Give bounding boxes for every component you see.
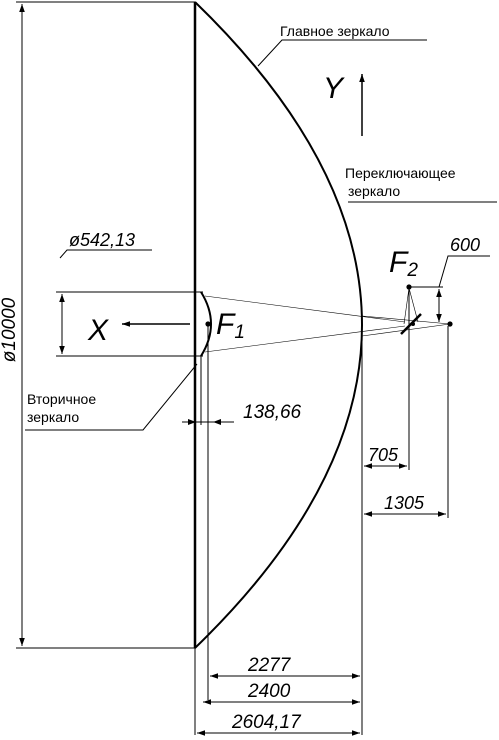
primary-mirror-label: Главное зеркало	[280, 23, 390, 39]
ray-to-f2-a	[403, 287, 410, 325]
dim-2604-label: 2604,17	[231, 712, 302, 733]
dim-705-label: 705	[368, 445, 399, 465]
secondary-diameter-leader	[59, 249, 152, 259]
focus-1-label: F1	[216, 308, 245, 343]
ray-lower	[204, 325, 406, 353]
axis-y-label: Y	[323, 72, 345, 105]
ray-to-f3-upper	[361, 315, 451, 325]
primary-mirror-leader	[257, 39, 427, 67]
switching-mirror-point	[411, 322, 415, 326]
secondary-mirror-leader	[25, 363, 198, 431]
focus-2-label: F2	[389, 246, 418, 281]
focus-1-point	[205, 321, 211, 327]
dim-1305-label: 1305	[384, 493, 425, 513]
secondary-mirror-label-2: зеркало	[27, 409, 79, 425]
dim-138-label: 138,66	[243, 402, 302, 423]
dim-2277-label: 2277	[247, 655, 292, 676]
dim-600-label: 600	[450, 235, 480, 255]
ray-to-f2-b	[408, 287, 419, 323]
aperture-diameter-label: ø10000	[0, 297, 20, 362]
switching-mirror-label-2: зеркало	[348, 183, 400, 199]
switching-mirror-label-1: Переключающее	[345, 165, 456, 181]
dim-138-arrow-right	[213, 419, 221, 425]
ray-upper	[204, 295, 406, 323]
secondary-mirror	[200, 291, 212, 357]
focus-2-point	[406, 284, 412, 290]
secondary-diameter-label: ø542,13	[69, 230, 135, 250]
dim-2400-label: 2400	[247, 681, 291, 702]
dim-138-arrow-left	[188, 419, 196, 425]
primary-mirror-curve	[194, 1, 363, 649]
axis-x-label: X	[87, 314, 109, 347]
focus-3-point	[447, 321, 453, 327]
secondary-mirror-label-1: Вторичное	[27, 391, 96, 407]
dim-600-leader	[438, 255, 490, 288]
